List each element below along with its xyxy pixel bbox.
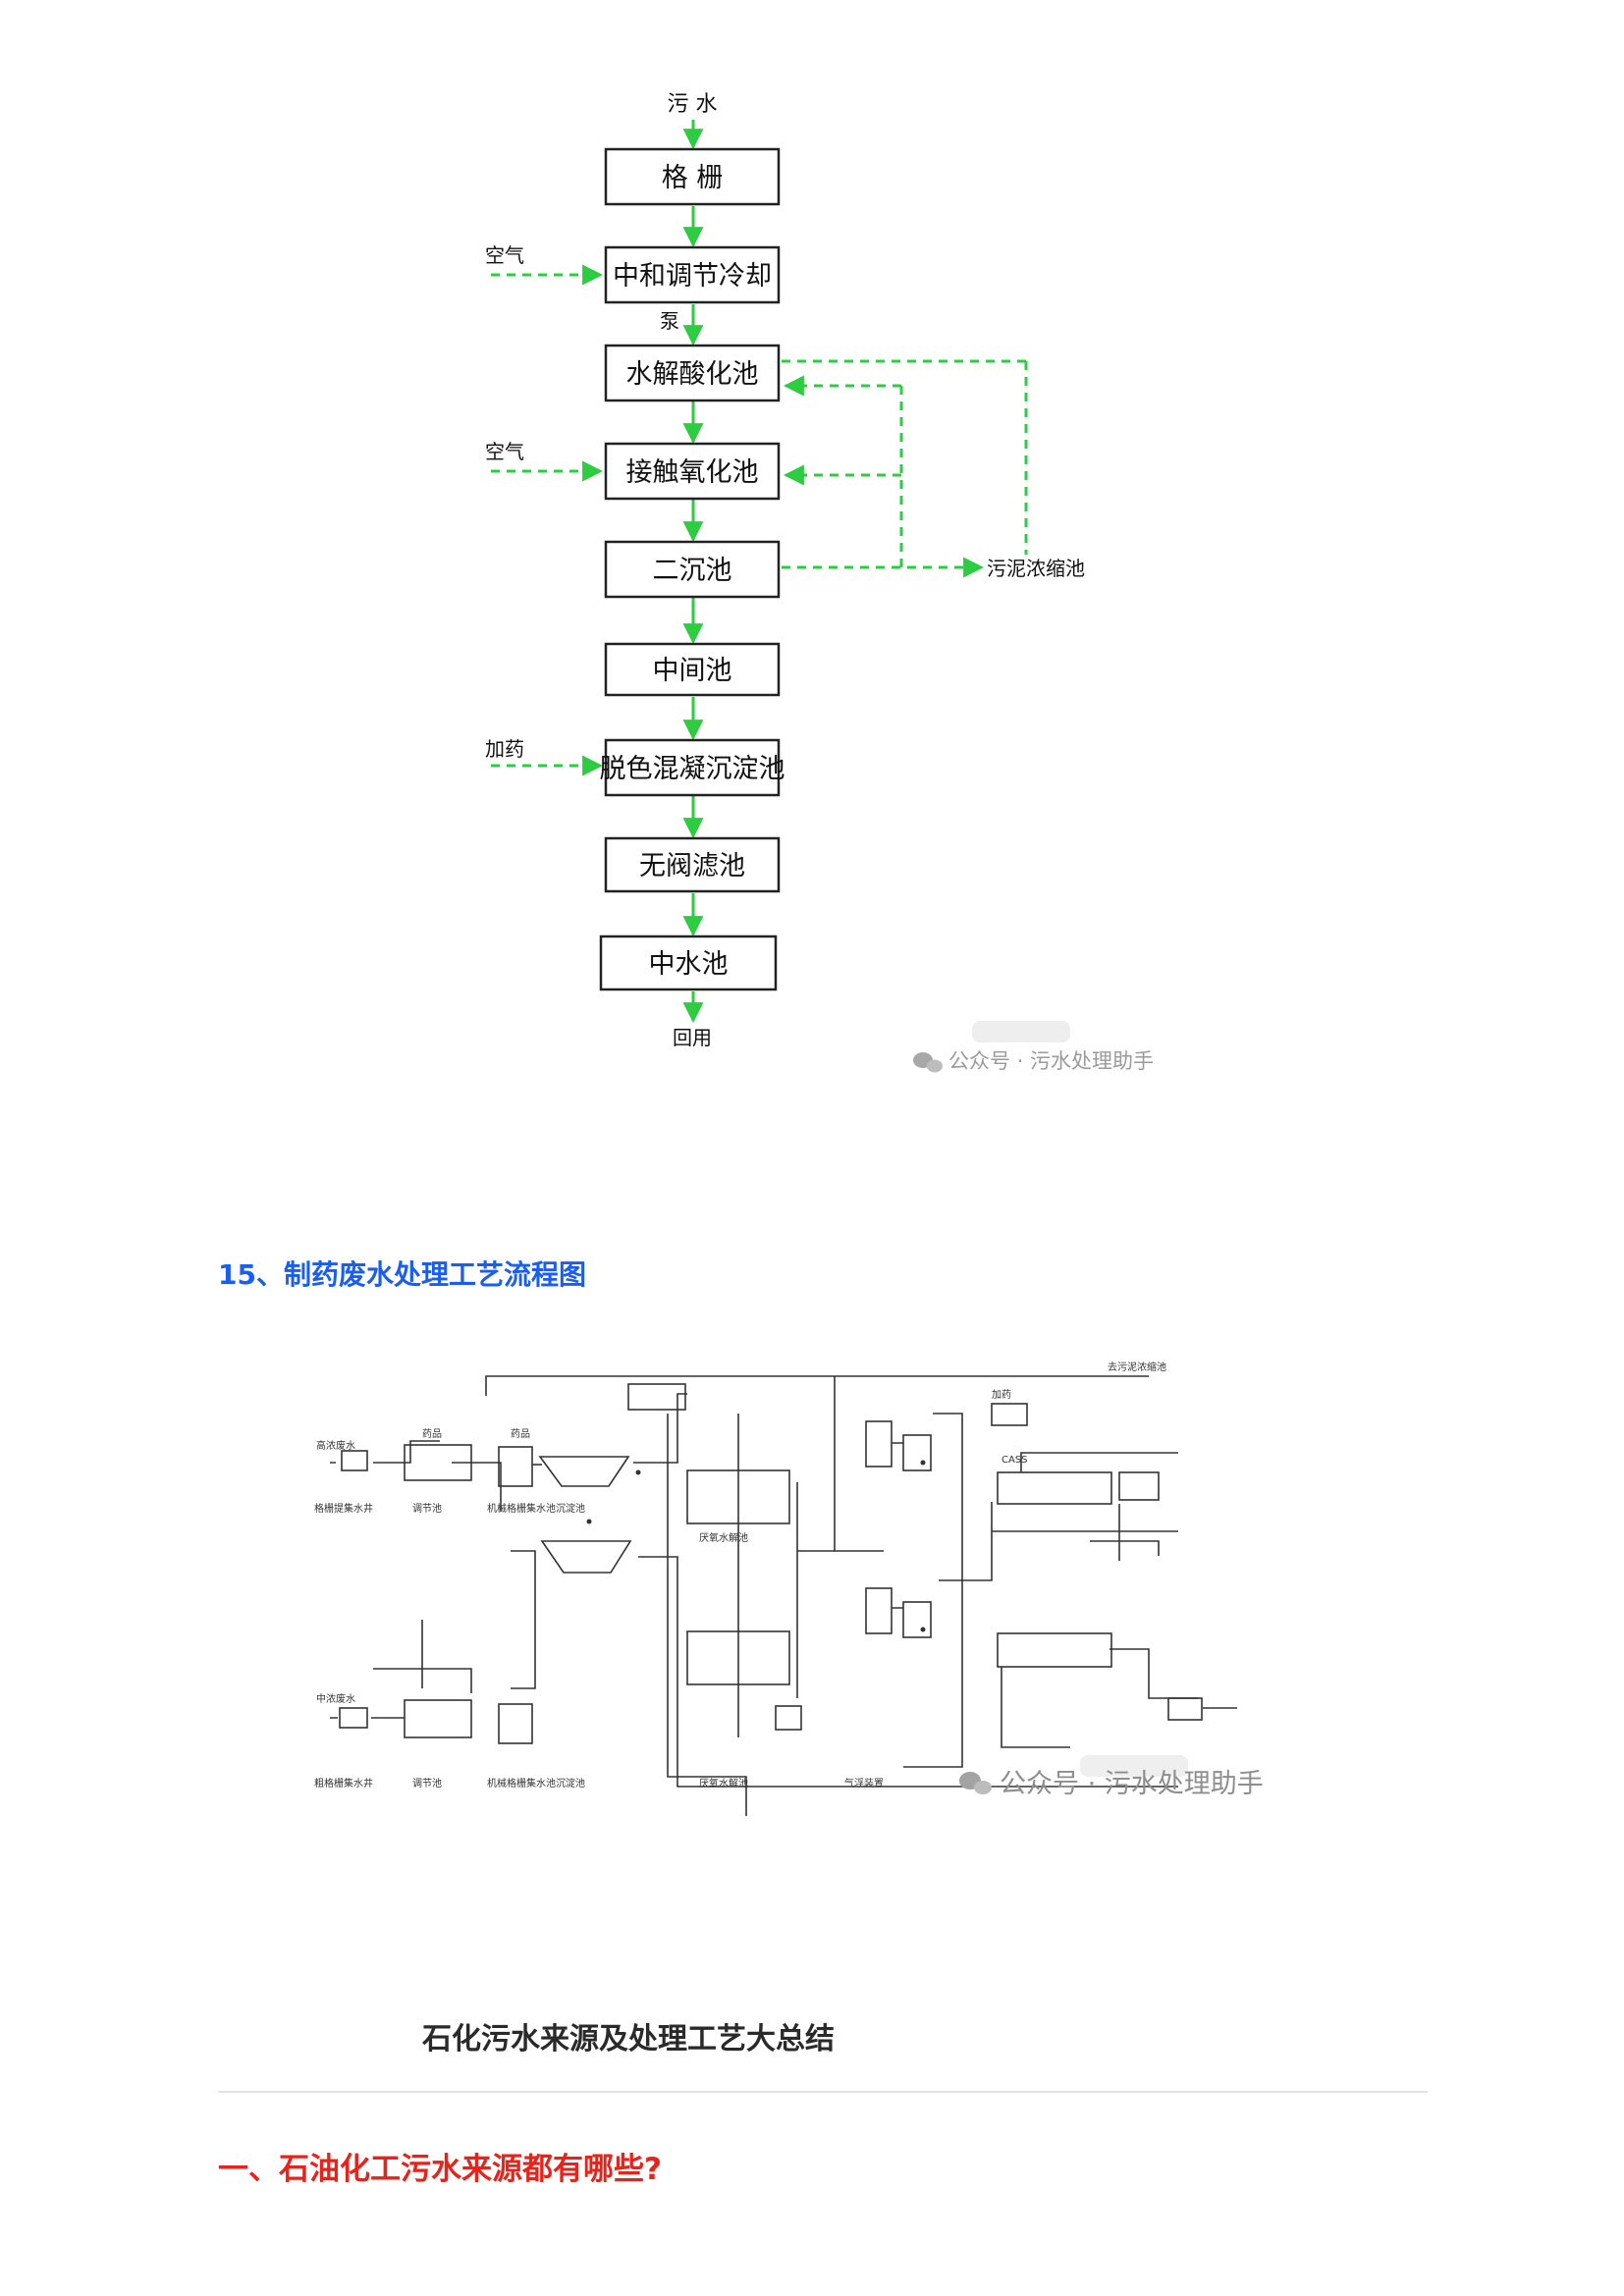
flotation-label: 气浮装置 [844, 1777, 884, 1789]
mech-screen-2 [498, 1703, 533, 1744]
head-tank [627, 1383, 686, 1411]
pipe [511, 1550, 536, 1689]
screen-well-1 [341, 1450, 368, 1471]
wechat-icon [913, 1052, 943, 1073]
equalization-tank-1 [404, 1444, 472, 1481]
divider [218, 2091, 1428, 2093]
pipe [834, 1376, 884, 1552]
reactor-2b [902, 1601, 932, 1638]
anaerobic-label: 厌氧水解池 [699, 1531, 748, 1544]
sludge-thickener-label: 污泥浓缩池 [987, 557, 1085, 580]
pipe [452, 1462, 502, 1512]
cass-tank-3 [997, 1632, 1112, 1668]
block-decolor-coagulation [604, 738, 781, 797]
watermark-blur [1080, 1755, 1188, 1777]
flow1-input-label: 污 水 [668, 92, 718, 117]
block-secondary-clarifier [604, 540, 781, 599]
top-pipe [485, 1375, 1149, 1396]
block-label: 无阀滤池 [639, 851, 745, 881]
cass-tank-1 [997, 1471, 1112, 1505]
article-title: 石化污水来源及处理工艺大总结 [422, 2022, 835, 2056]
tank-label: 调节池 [412, 1777, 442, 1789]
pump-label: 泵 [660, 309, 679, 333]
block-valveless-filter [604, 836, 781, 893]
outlet-tank [1167, 1697, 1203, 1721]
label-chem-1: 药品 [422, 1428, 442, 1440]
sedimentation-tank-1 [538, 1456, 630, 1487]
pipe [638, 1556, 1178, 1788]
watermark-text: 公众号 · 污水处理助手 [1000, 1769, 1264, 1799]
label-dosing: 加药 [992, 1389, 1011, 1401]
tank-label: 机械格栅集水池沉淀池 [487, 1777, 585, 1789]
reactor-1b [902, 1434, 932, 1471]
cass-tank-2 [1118, 1471, 1160, 1501]
reactor-2a [865, 1587, 893, 1634]
side-label-air-1: 空气 [485, 243, 524, 267]
block-label: 脱色混凝沉淀池 [600, 754, 785, 784]
wechat-icon [959, 1772, 992, 1794]
tank-label: 粗格栅集水井 [314, 1777, 373, 1789]
label-mid-conc: 中浓废水 [316, 1692, 355, 1705]
pharma-process-diagram: 去污泥浓缩池 高浓废水 中浓废水 药品 药品 加药 格栅提集水井 调节池 机械格… [314, 1361, 1264, 1816]
anaerobic-label: 厌氧水解池 [699, 1777, 748, 1789]
block-label: 水解酸化池 [626, 359, 759, 390]
pipe [903, 1413, 963, 1768]
screen-well-2 [339, 1707, 368, 1729]
side-label-air-2: 空气 [485, 440, 524, 463]
block-screen [604, 147, 781, 206]
block-label: 中和调节冷却 [613, 261, 772, 292]
section-1-heading: 一、石油化工污水来源都有哪些? [218, 2152, 662, 2187]
label-chem-2: 药品 [511, 1428, 530, 1440]
tank-label: 调节池 [412, 1502, 442, 1515]
pipe [892, 1442, 903, 1609]
watermark-text: 公众号 · 污水处理助手 [948, 1049, 1154, 1073]
block-label: 二沉池 [653, 556, 732, 586]
block-reclaimed-water-tank [599, 934, 778, 991]
pipe [939, 1502, 993, 1581]
reactor-1a [865, 1420, 893, 1468]
output-label: 回用 [673, 1026, 712, 1049]
tank-label: 格栅提集水井 [314, 1502, 373, 1515]
dosing-box [991, 1403, 1028, 1426]
block-label: 接触氧化池 [626, 457, 759, 488]
tank-label: 机械格栅集水池沉淀池 [487, 1502, 585, 1515]
pipe [373, 1620, 472, 1693]
block-contact-oxidation [604, 442, 781, 501]
block-label: 中间池 [653, 656, 732, 686]
block-label: 中水池 [649, 949, 729, 980]
label-top-right: 去污泥浓缩池 [1108, 1361, 1166, 1373]
cass-label: CASS [1001, 1455, 1028, 1466]
watermark-blur [972, 1021, 1070, 1042]
block-intermediate-tank [604, 642, 781, 697]
block-label: 格 栅 [662, 163, 724, 193]
mech-screen-1 [498, 1446, 533, 1487]
equalization-tank-2 [404, 1699, 472, 1738]
pipe [796, 1482, 835, 1698]
pipe [633, 1393, 687, 1464]
sump [775, 1705, 802, 1731]
section-15-heading: 15、制药废水处理工艺流程图 [218, 1258, 586, 1291]
process-flowchart-1: 污 水 格 栅 中和调节冷却 [485, 92, 1154, 1073]
block-hydrolysis-acidification [604, 344, 781, 402]
block-neutralization-cooling [604, 245, 781, 304]
pipe [992, 1452, 1178, 1561]
pipe [330, 1440, 440, 1464]
pipe [667, 1414, 747, 1816]
sedimentation-tank-2 [540, 1540, 632, 1574]
label-high-conc: 高浓废水 [316, 1439, 355, 1452]
side-label-dosing: 加药 [485, 737, 524, 761]
